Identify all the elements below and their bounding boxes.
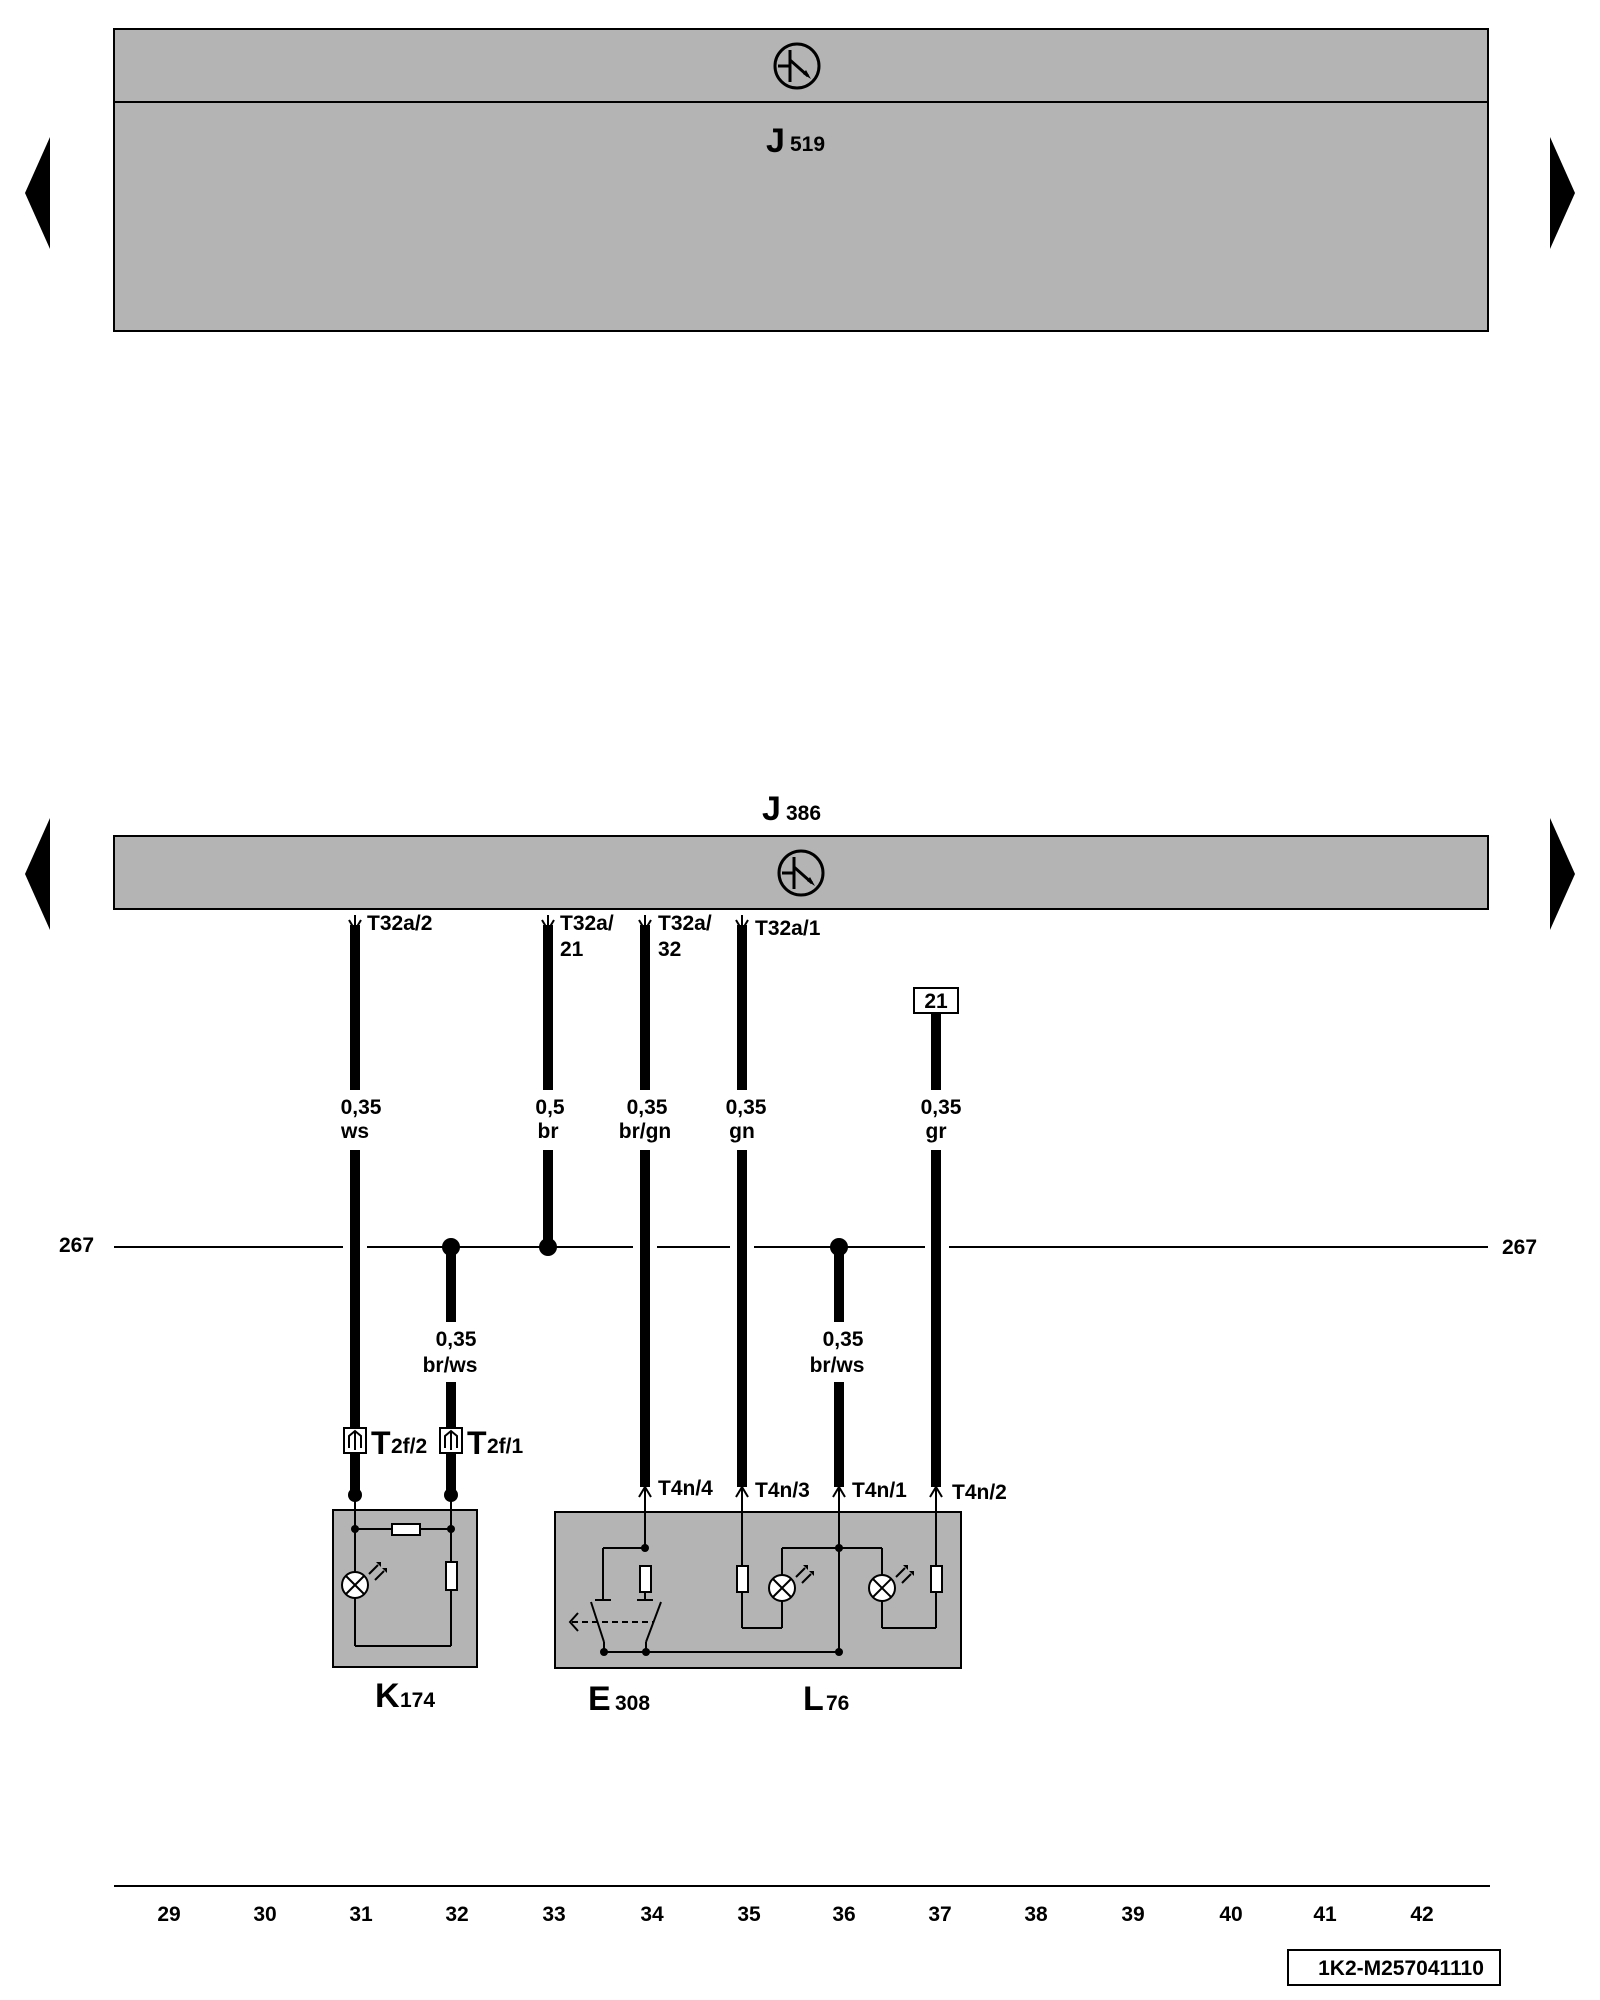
wire-size-label: 0,35 — [627, 1096, 668, 1119]
resistor-icon — [639, 1565, 652, 1593]
wire-size-label: 0,35 — [436, 1328, 477, 1351]
connector-label: T4n/2 — [952, 1481, 1007, 1504]
grid-number: 41 — [1313, 1903, 1337, 1926]
connector-label-main: T — [467, 1425, 487, 1461]
control-unit-icon — [777, 849, 825, 897]
component-k174: K 174 — [332, 1488, 478, 1715]
connector-pin-icon — [348, 1429, 362, 1448]
connector-pin-icon — [444, 1429, 458, 1448]
wire-color-label: br/gn — [619, 1120, 672, 1143]
grid-ruler: 29 30 31 32 33 34 35 36 37 38 39 40 41 4… — [114, 1885, 1490, 1926]
grid-number: 30 — [253, 1903, 276, 1926]
wire-color-label: br/ws — [810, 1354, 865, 1377]
wire-size-label: 0,35 — [341, 1096, 382, 1119]
wire-size-label: 0,35 — [921, 1096, 962, 1119]
grid-number: 35 — [737, 1903, 761, 1926]
pin-label: T32a/ — [658, 912, 712, 935]
triangle-left-icon[interactable] — [25, 137, 50, 249]
grid-number: 40 — [1219, 1903, 1242, 1926]
wire-color-label: br — [538, 1120, 559, 1143]
component-e308-l76: E 308 L 76 — [554, 1500, 962, 1718]
wire-color-label: ws — [340, 1120, 369, 1143]
component-k174-letter: K — [375, 1677, 400, 1715]
pin-label: T32a/2 — [367, 912, 432, 935]
component-e308-sub: 308 — [615, 1692, 650, 1715]
grid-number: 38 — [1024, 1903, 1048, 1926]
wire-br-gn: T32a/ 32 0,35 br/gn T4n/4 — [619, 912, 713, 1500]
wire-color-label: gn — [729, 1120, 755, 1143]
resistor-icon — [930, 1565, 943, 1593]
control-unit-icon — [773, 42, 821, 90]
wire-gn: T32a/1 0,35 gn T4n/3 — [726, 915, 821, 1502]
triangle-right-icon[interactable] — [1550, 137, 1575, 249]
grid-number: 34 — [640, 1903, 664, 1926]
module-j386-sub: 386 — [786, 802, 821, 825]
component-l76-sub: 76 — [826, 1692, 849, 1715]
component-l76-letter: L — [803, 1680, 824, 1718]
junction-dot — [539, 1238, 557, 1256]
grid-number: 33 — [542, 1903, 565, 1926]
wire-gr: 21 0,35 gr T4n/2 — [913, 987, 1007, 1504]
connector-label-sub: 2f/1 — [487, 1435, 524, 1458]
pin-label: 32 — [658, 938, 681, 961]
connector-label: T4n/1 — [852, 1479, 907, 1502]
resistor-icon — [445, 1561, 458, 1591]
wire-size-label: 0,35 — [823, 1328, 864, 1351]
ground-line-267: 267 267 — [59, 1234, 1537, 1259]
pin-label: T32a/1 — [755, 917, 821, 940]
ground-line-label-left: 267 — [59, 1234, 94, 1257]
module-j519-box — [113, 28, 1489, 332]
connector-label: T4n/4 — [658, 1477, 713, 1500]
component-k174-sub: 174 — [400, 1689, 435, 1712]
grid-number: 37 — [928, 1903, 951, 1926]
wire-size-label: 0,5 — [535, 1096, 565, 1119]
led-icon — [868, 1565, 914, 1602]
wire-color-label: br/ws — [423, 1354, 478, 1377]
resistor-icon — [391, 1523, 421, 1536]
grid-number: 32 — [445, 1903, 468, 1926]
wire-ws: T32a/2 0,35 ws — [340, 912, 432, 1495]
pin-label: 21 — [560, 938, 584, 961]
wire-br-ws: 0,35 br/ws — [423, 1238, 478, 1495]
module-j519-letter: J — [766, 122, 785, 160]
triangle-left-icon[interactable] — [25, 818, 50, 930]
resistor-icon — [736, 1565, 749, 1593]
module-j386: J 386 — [113, 790, 1489, 910]
module-j386-letter: J — [762, 790, 781, 828]
wire-size-label: 0,35 — [726, 1096, 767, 1119]
connector-label-sub: 2f/2 — [391, 1435, 427, 1458]
pin-label: T32a/ — [560, 912, 614, 935]
triangle-right-icon[interactable] — [1550, 818, 1575, 930]
ground-line-label-right: 267 — [1502, 1236, 1537, 1259]
connector-label: T4n/3 — [755, 1479, 810, 1502]
module-j519-sub: 519 — [790, 133, 825, 156]
document-id-label: 1K2-M257041110 — [1318, 1957, 1484, 1980]
connector-t2f-2: T 2f/2 — [343, 1425, 427, 1461]
component-e308-letter: E — [588, 1680, 611, 1718]
document-id: 1K2-M257041110 — [1287, 1949, 1501, 1986]
grid-number: 31 — [349, 1903, 373, 1926]
grid-number: 36 — [832, 1903, 855, 1926]
connector-label-main: T — [371, 1425, 391, 1461]
wire-br: T32a/ 21 0,5 br — [535, 912, 614, 1256]
wire-br-ws: 0,35 br/ws T4n/1 — [810, 1238, 907, 1502]
grid-number: 29 — [157, 1903, 180, 1926]
module-j519: J 519 — [113, 28, 1489, 332]
connector-t2f-1: T 2f/1 — [439, 1425, 524, 1461]
grid-number: 42 — [1410, 1903, 1433, 1926]
wire-color-label: gr — [926, 1120, 947, 1143]
grid-number: 39 — [1121, 1903, 1144, 1926]
reference-box-label: 21 — [924, 990, 948, 1013]
